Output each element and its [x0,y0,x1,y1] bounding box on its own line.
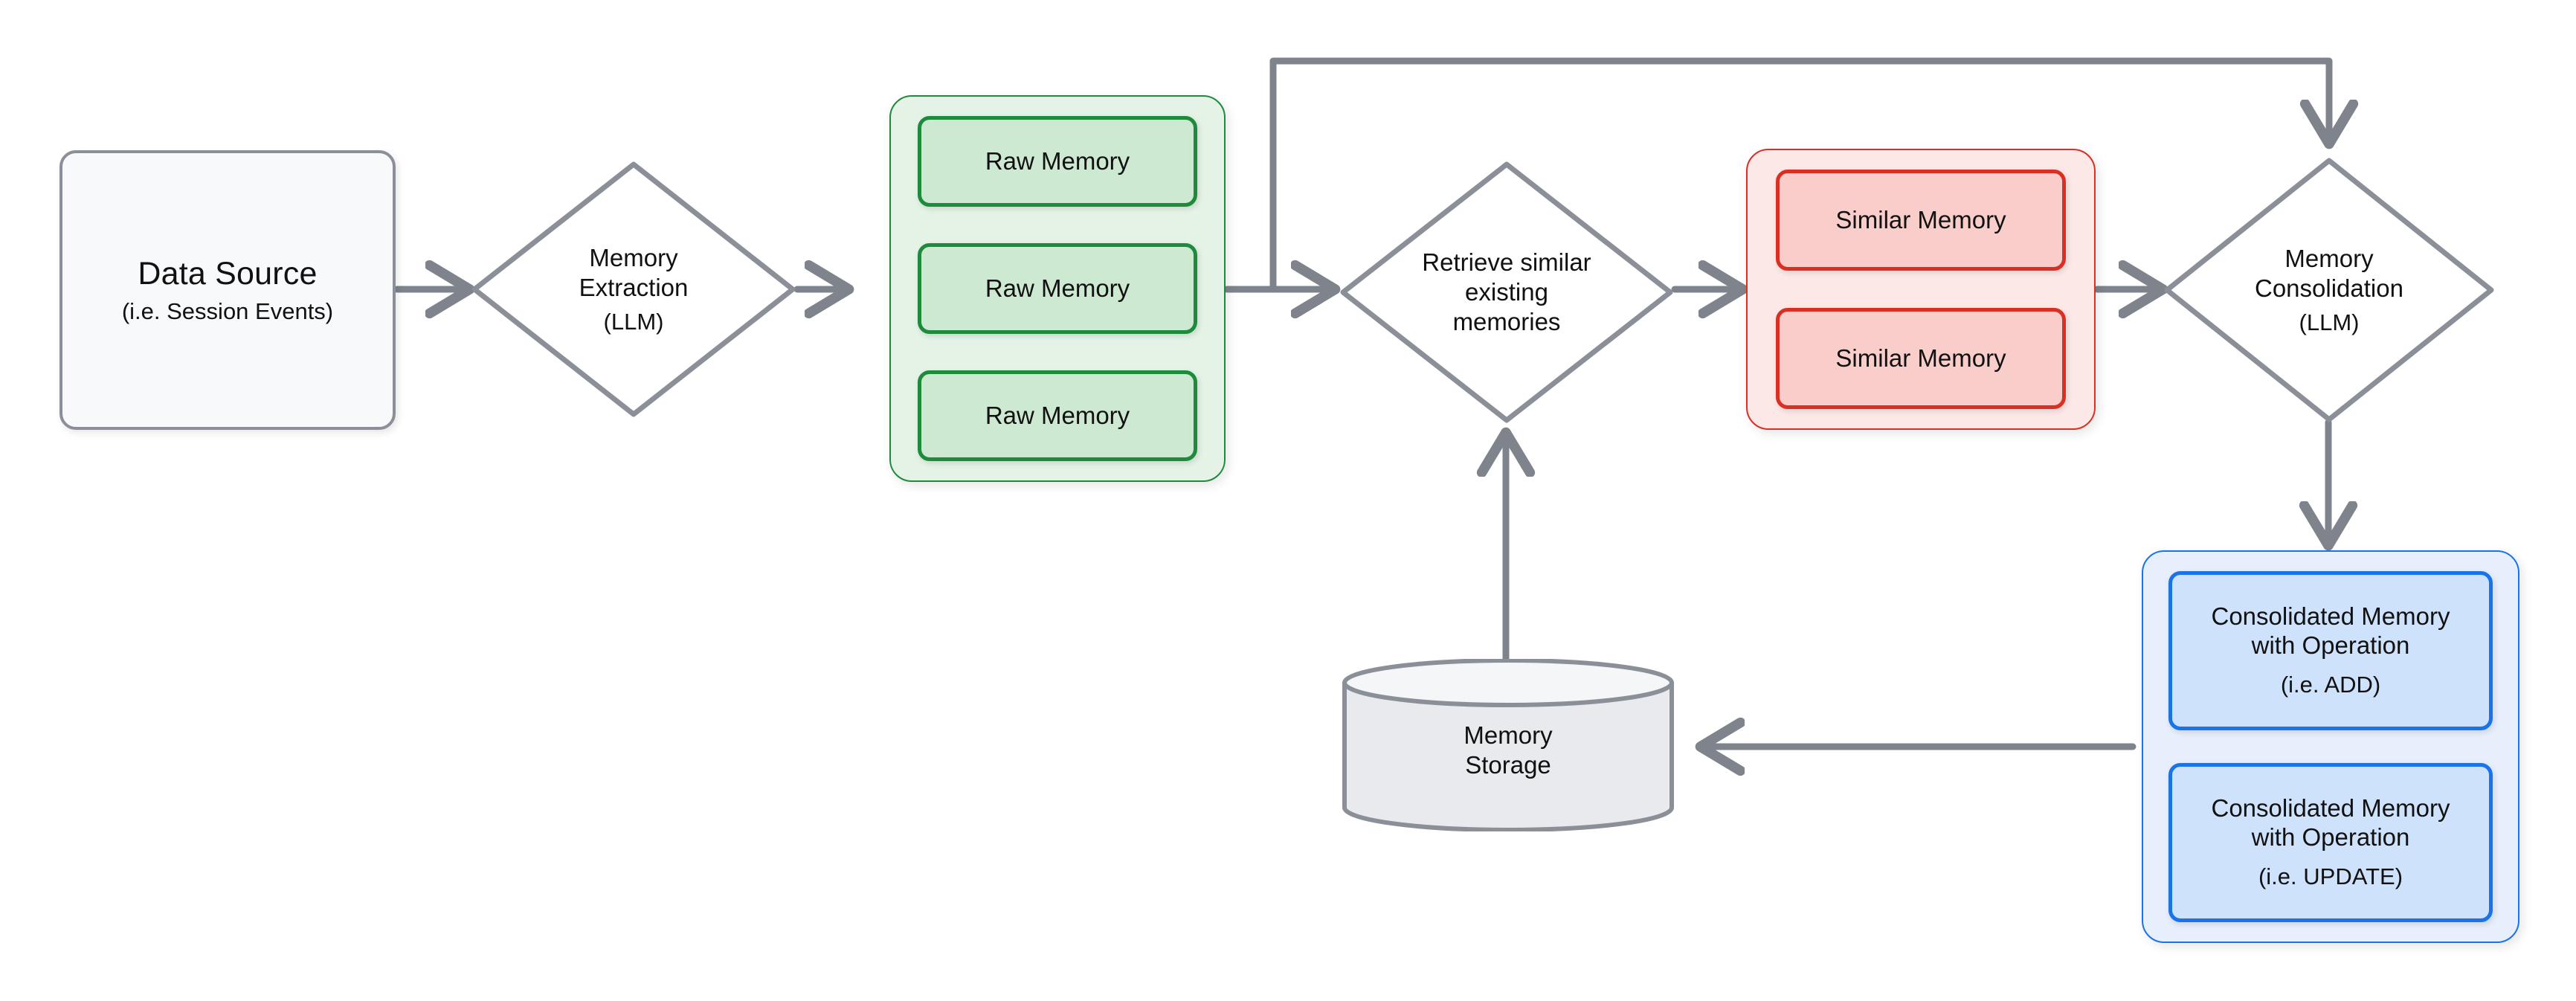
data-source-subtitle: (i.e. Session Events) [121,297,334,324]
group-raw-memory: Raw Memory Raw Memory Raw Memory [889,95,1226,482]
group-similar-memory: Similar Memory Similar Memory [1746,149,2096,430]
similar-memory-2-label: Similar Memory [1835,344,2006,372]
node-retrieve-similar-memories[interactable]: Retrieve similar existing memories [1337,158,1676,426]
diamond-shape-memory-consolidation [2164,158,2494,422]
data-source-title: Data Source [138,255,318,292]
similar-memory-1-label: Similar Memory [1835,205,2006,234]
chip-consolidated-memory-update[interactable]: Consolidated Memory with Operation (i.e.… [2168,763,2493,922]
diamond-shape-retrieve-similar [1340,161,1673,423]
node-memory-consolidation[interactable]: Memory Consolidation (LLM) [2161,155,2497,425]
chip-consolidated-memory-add[interactable]: Consolidated Memory with Operation (i.e.… [2168,571,2493,730]
raw-memory-3-label: Raw Memory [985,401,1130,429]
consolidated-memory-add-line2: with Operation [2251,631,2410,660]
chip-similar-memory-2[interactable]: Similar Memory [1776,308,2066,409]
raw-memory-2-label: Raw Memory [985,274,1130,302]
node-memory-storage[interactable]: Memory Storage [1340,659,1676,831]
chip-similar-memory-1[interactable]: Similar Memory [1776,170,2066,271]
consolidated-memory-add-line1: Consolidated Memory [2211,602,2450,631]
consolidated-memory-add-operation: (i.e. ADD) [2280,672,2381,698]
group-consolidated-memory: Consolidated Memory with Operation (i.e.… [2142,550,2519,943]
raw-memory-1-label: Raw Memory [985,147,1130,175]
consolidated-memory-update-line2: with Operation [2251,823,2410,852]
diamond-shape-memory-extraction [471,161,796,417]
consolidated-memory-update-line1: Consolidated Memory [2211,794,2450,823]
node-data-source[interactable]: Data Source (i.e. Session Events) [59,150,396,430]
cylinder-shape-memory-storage [1342,659,1674,831]
chip-raw-memory-2[interactable]: Raw Memory [918,243,1197,334]
chip-raw-memory-3[interactable]: Raw Memory [918,370,1197,461]
node-memory-extraction[interactable]: Memory Extraction (LLM) [468,158,799,420]
chip-raw-memory-1[interactable]: Raw Memory [918,116,1197,207]
consolidated-memory-update-operation: (i.e. UPDATE) [2258,863,2403,890]
